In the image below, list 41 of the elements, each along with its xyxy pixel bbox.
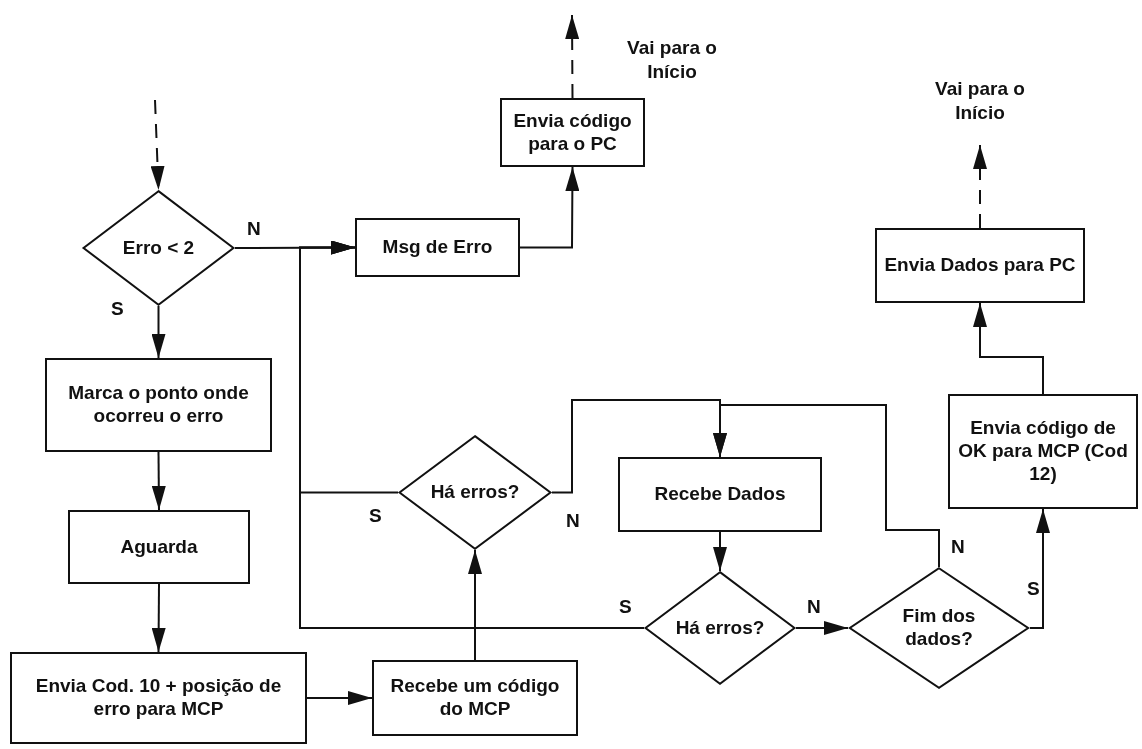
- process-box: [45, 358, 272, 452]
- decision-diamond: [398, 435, 552, 550]
- arrow: [468, 549, 482, 661]
- arrow: [306, 691, 373, 705]
- note-text: Vai para o Início: [934, 77, 1026, 125]
- process-text: Aguarda: [120, 535, 198, 559]
- arrow: [519, 166, 580, 249]
- arrow: [795, 621, 849, 635]
- process-box: [68, 510, 250, 584]
- process-box: [355, 218, 520, 277]
- process-text: Envia código de OK para MCP (Cod 12): [957, 417, 1129, 486]
- arrow: [151, 451, 166, 511]
- process-box: [500, 98, 645, 167]
- decision-diamond: [644, 571, 796, 685]
- arrow: [713, 404, 940, 568]
- process-box: [948, 394, 1138, 509]
- process-text: Envia código para o PC: [512, 109, 633, 156]
- arrow: [299, 240, 645, 629]
- process-text: Marca o ponto onde ocorreu o erro: [67, 382, 250, 428]
- arrow: [151, 305, 166, 359]
- process-text: Recebe um código do MCP: [389, 675, 561, 721]
- process-text: Msg de Erro: [382, 236, 493, 259]
- dashed-arrow: [565, 14, 580, 99]
- process-box: [372, 660, 578, 736]
- arrow: [151, 583, 166, 653]
- decision-text: Há erros?: [675, 616, 765, 640]
- process-box: [10, 652, 307, 744]
- process-box: [875, 228, 1085, 303]
- process-text: Recebe Dados: [654, 483, 786, 506]
- process-text: Envia Dados para PC: [884, 254, 1076, 277]
- arrow: [973, 302, 1044, 395]
- decision-text: Há erros?: [430, 481, 520, 504]
- decision-text: Erro < 2: [122, 236, 195, 260]
- decision-text: Fim dos dados?: [901, 605, 977, 651]
- arrow: [713, 531, 727, 572]
- dashed-arrow: [150, 99, 165, 191]
- process-text: Envia Cod. 10 + posição de erro para MCP: [34, 675, 283, 721]
- arrow: [1029, 508, 1050, 629]
- process-box: [618, 457, 822, 532]
- dashed-arrow: [973, 144, 987, 229]
- note-text: Vai para o Início: [626, 36, 718, 84]
